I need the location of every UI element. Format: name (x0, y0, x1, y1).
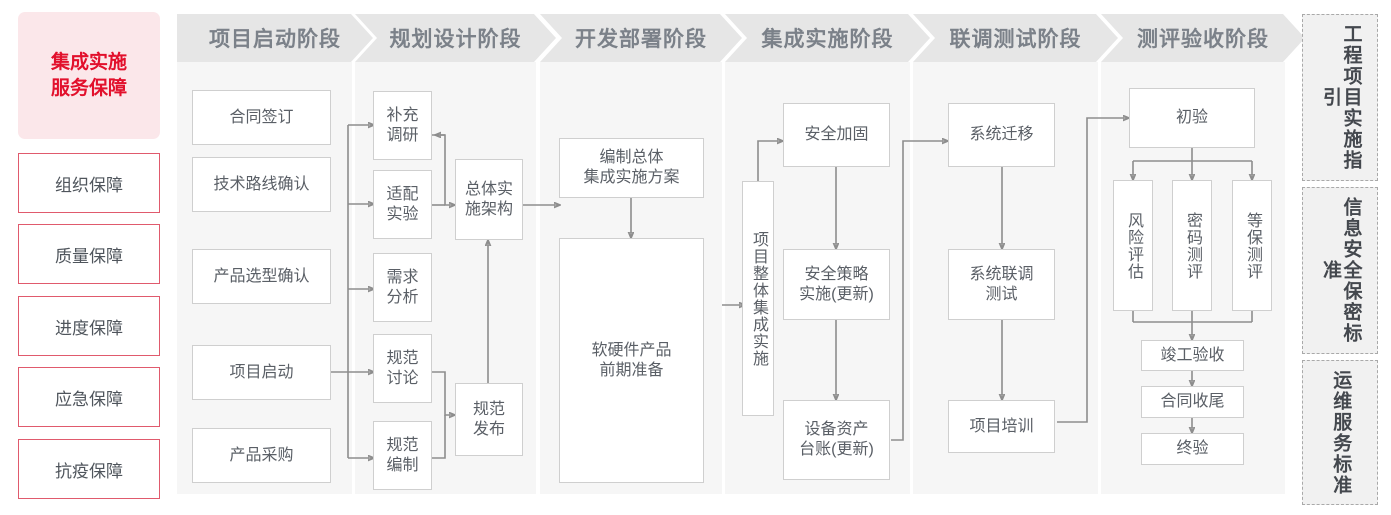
node-compile-overall-integration-plan[interactable]: 编制总体 集成实施方案 (559, 138, 704, 198)
phase-header-2[interactable]: 规划设计阶段 (355, 14, 556, 62)
node-project-kickoff[interactable]: 项目启动 (192, 345, 331, 400)
standard-label-2: 运维服务标准 (1330, 369, 1352, 496)
node-standard-discussion[interactable]: 规范 讨论 (373, 334, 432, 403)
phase-header-1[interactable]: 项目启动阶段 (177, 14, 373, 62)
node-supplementary-research[interactable]: 补充 调研 (373, 91, 432, 160)
lead-guarantee-box: 集成实施 服务保障 (18, 12, 160, 139)
node-security-policy-implementation[interactable]: 安全策略 实施(更新) (783, 249, 890, 320)
node-standard-drafting[interactable]: 规范 编制 (373, 421, 432, 490)
node-contract-closure[interactable]: 合同收尾 (1141, 386, 1244, 418)
node-cryptography-evaluation[interactable]: 密码测评 (1172, 180, 1212, 311)
node-product-procurement[interactable]: 产品采购 (192, 428, 331, 483)
standard-label-0: 工程项目实施指引 (1320, 24, 1362, 171)
standard-label-1: 信息安全保密标准 (1320, 197, 1362, 344)
node-tech-route-confirm[interactable]: 技术路线确认 (192, 157, 331, 212)
standard-box-1[interactable]: 信息安全保密标准 (1302, 187, 1378, 354)
node-project-training[interactable]: 项目培训 (948, 400, 1055, 453)
node-adaptation-experiment[interactable]: 适配 实验 (373, 170, 432, 239)
node-final-acceptance[interactable]: 终验 (1141, 433, 1244, 465)
node-product-selection-confirm[interactable]: 产品选型确认 (192, 249, 331, 304)
node-preliminary-acceptance[interactable]: 初验 (1129, 88, 1255, 148)
node-equipment-asset-ledger[interactable]: 设备资产 台账(更新) (783, 400, 890, 480)
standard-box-0[interactable]: 工程项目实施指引 (1302, 14, 1378, 181)
phase-header-5[interactable]: 联调测试阶段 (913, 14, 1118, 62)
node-overall-project-integration[interactable]: 项目整体集成实施 (742, 181, 774, 416)
guarantee-item-4[interactable]: 抗疫保障 (18, 439, 160, 499)
guarantee-item-1[interactable]: 质量保障 (18, 224, 160, 284)
phase-header-4[interactable]: 集成实施阶段 (725, 14, 930, 62)
guarantee-item-0[interactable]: 组织保障 (18, 153, 160, 213)
node-risk-assessment[interactable]: 风险评估 (1113, 180, 1153, 311)
node-system-migration[interactable]: 系统迁移 (948, 103, 1055, 167)
phase-header-6[interactable]: 测评验收阶段 (1101, 14, 1305, 62)
phase-header-3[interactable]: 开发部署阶段 (540, 14, 742, 62)
node-security-hardening[interactable]: 安全加固 (783, 103, 890, 167)
node-classified-protection-evaluation[interactable]: 等保测评 (1232, 180, 1272, 311)
node-system-joint-debug-test[interactable]: 系统联调 测试 (948, 249, 1055, 320)
standard-box-2[interactable]: 运维服务标准 (1302, 360, 1378, 505)
node-completion-acceptance[interactable]: 竣工验收 (1141, 340, 1244, 371)
node-requirement-analysis[interactable]: 需求 分析 (373, 253, 432, 322)
node-contract-signing[interactable]: 合同签订 (192, 90, 331, 145)
node-hardware-software-preparation[interactable]: 软硬件产品 前期准备 (559, 238, 704, 483)
guarantee-item-3[interactable]: 应急保障 (18, 367, 160, 427)
guarantee-item-2[interactable]: 进度保障 (18, 296, 160, 356)
node-overall-implementation-architecture[interactable]: 总体实 施架构 (455, 159, 523, 240)
node-standard-release[interactable]: 规范 发布 (455, 383, 523, 456)
